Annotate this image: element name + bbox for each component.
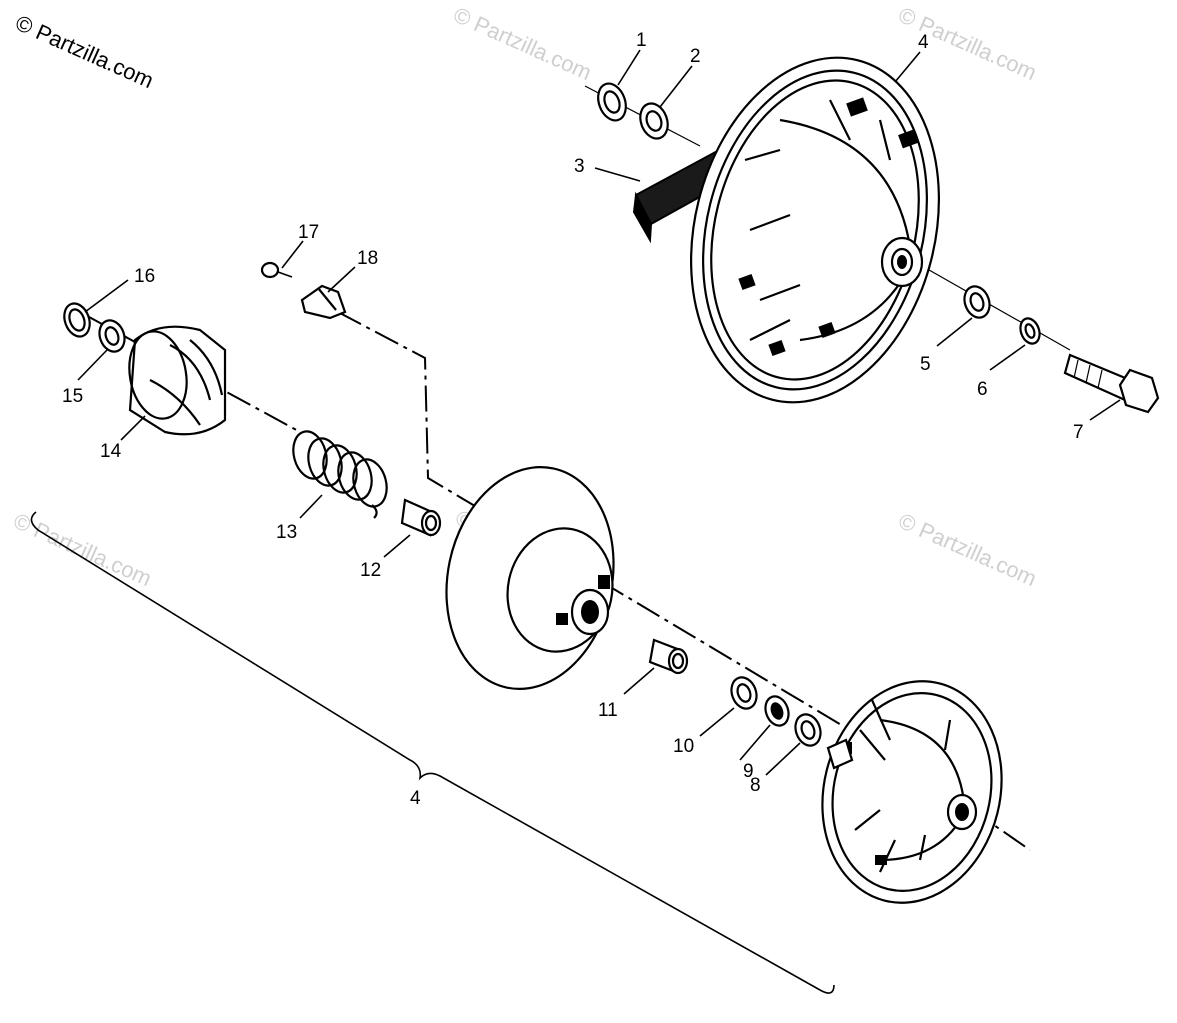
part-1-bushing — [597, 82, 627, 122]
part-5-washer — [963, 285, 991, 319]
part-17-screw — [260, 261, 293, 279]
callout-16: 16 — [134, 266, 155, 287]
callout-2: 2 — [690, 46, 701, 67]
part-14-cam — [128, 325, 227, 436]
part-18-button — [300, 284, 347, 320]
callout-13: 13 — [276, 522, 297, 543]
callout-8: 8 — [750, 775, 761, 796]
part-7-bolt — [1063, 353, 1160, 414]
callout-4-assembly: 4 — [410, 788, 421, 809]
part-4-movable-sheave — [445, 466, 615, 690]
callout-5: 5 — [920, 354, 931, 375]
part-4-fixed-sheave — [821, 680, 1003, 904]
part-2-washer — [639, 102, 669, 140]
callout-3: 3 — [574, 156, 585, 177]
part-15-washer — [98, 319, 126, 353]
callout-10: 10 — [673, 736, 694, 757]
part-9-washer — [764, 695, 790, 727]
callout-17: 17 — [298, 222, 319, 243]
callout-12: 12 — [360, 560, 381, 581]
part-13-spring — [292, 430, 388, 519]
part-10-washer — [730, 676, 758, 710]
leader-lines — [77, 49, 1121, 776]
callout-15: 15 — [62, 386, 83, 407]
assembly-bracket — [30, 511, 835, 994]
callout-14: 14 — [100, 441, 122, 462]
part-6-lock-washer — [1019, 317, 1041, 345]
callout-18: 18 — [357, 248, 378, 269]
part-8-washer — [794, 713, 822, 747]
part-4-driven-sheave — [690, 56, 940, 404]
part-16-retaining-ring — [63, 302, 91, 338]
part-11-bushing — [648, 638, 689, 675]
part-12-bushing — [400, 498, 442, 537]
callout-11: 11 — [598, 700, 618, 721]
lower-axis — [79, 311, 1031, 851]
callout-7: 7 — [1073, 422, 1084, 443]
callout-1: 1 — [636, 30, 647, 51]
callout-4: 4 — [918, 32, 929, 53]
callout-9: 9 — [743, 761, 754, 782]
callout-labels: 1 2 3 4 5 6 7 8 9 10 11 12 13 14 15 16 1… — [62, 30, 1084, 809]
callout-6: 6 — [977, 379, 988, 400]
